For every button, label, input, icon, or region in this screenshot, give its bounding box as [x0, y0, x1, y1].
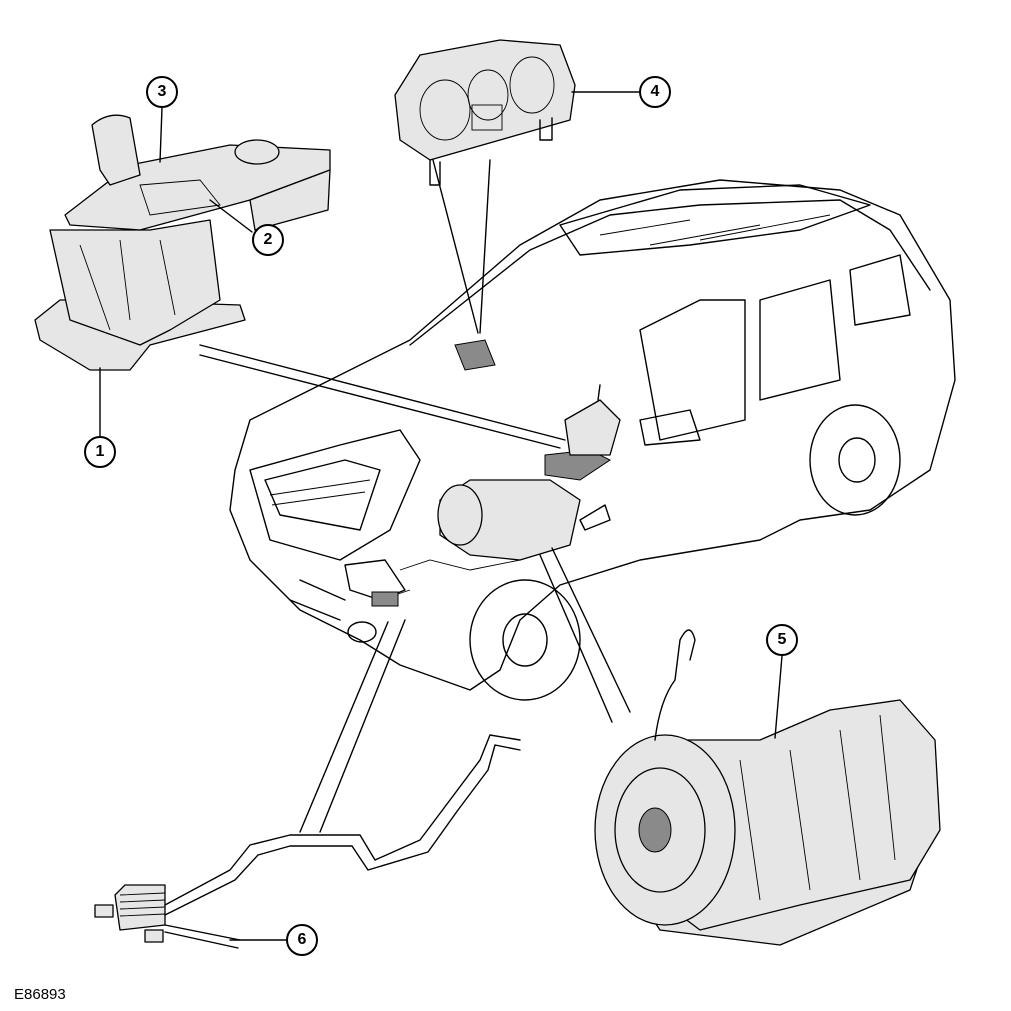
callout-number: 2 — [263, 231, 273, 248]
leader-wedges — [199, 159, 631, 833]
transmission-drawing — [594, 629, 941, 946]
callout-number: 4 — [650, 83, 660, 100]
fluid-cooler-drawing — [94, 734, 521, 949]
callout-leaders — [99, 91, 783, 941]
callout-5: 5 — [766, 624, 798, 656]
callout-2: 2 — [252, 224, 284, 256]
callout-number: 5 — [777, 631, 787, 648]
installed-transmission — [371, 339, 621, 607]
callout-number: 3 — [157, 83, 167, 100]
callout-number: 1 — [95, 443, 105, 460]
vehicle-outline — [229, 179, 956, 701]
callout-4: 4 — [639, 76, 671, 108]
callout-number: 6 — [297, 931, 307, 948]
transmission-selector-assembly — [34, 114, 331, 371]
figure-reference: E86893 — [14, 986, 66, 1003]
callout-6: 6 — [286, 924, 318, 956]
callout-1: 1 — [84, 436, 116, 468]
instrument-cluster-drawing — [394, 39, 576, 186]
callout-3: 3 — [146, 76, 178, 108]
